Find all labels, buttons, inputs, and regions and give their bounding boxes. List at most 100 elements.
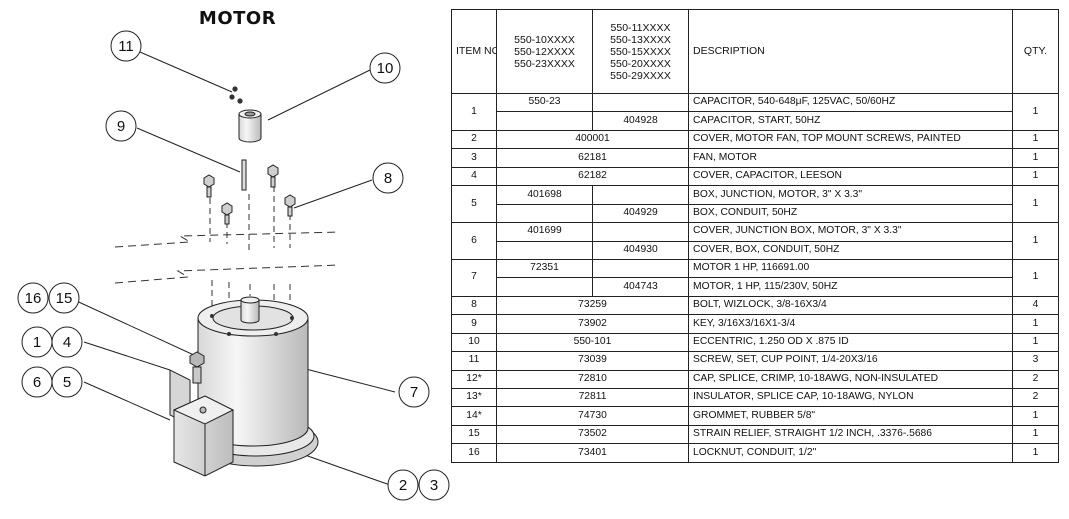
table-row: 10 550-101 ECCENTRIC, 1.250 OD X .875 ID… (451, 332, 1059, 353)
callout-9: 9 (117, 118, 125, 135)
table-row: 4 62182 COVER, CAPACITOR, LEESON 1 (451, 166, 1059, 187)
cell-description: CAP, SPLICE, CRIMP, 10-18AWG, NON-INSULA… (688, 369, 1013, 390)
cell-part-b (592, 185, 689, 205)
table-row: 11 73039 SCREW, SET, CUP POINT, 1/4-20X3… (451, 351, 1059, 371)
table-row: 6 401699 COVER, JUNCTION BOX, MOTOR, 3" … (451, 222, 1059, 260)
cell-qty: 1 (1012, 332, 1059, 353)
header-qty: QTY. (1012, 9, 1059, 94)
table-row: 404743 MOTOR, 1 HP, 115/230V, 50HZ (452, 277, 1059, 297)
cell-qty: 1 (1012, 129, 1059, 150)
cell-part-b: 404929 (592, 203, 689, 224)
table-row: 7 72351 MOTOR 1 HP, 116691.00 1 (451, 258, 1059, 297)
cell-description: MOTOR, 1 HP, 115/230V, 50HZ (688, 277, 1013, 297)
parts-table: ITEM NO. 550-10XXXX 550-12XXXX 550-23XXX… (451, 9, 1059, 463)
cell-description: COVER, BOX, CONDUIT, 50HZ (688, 240, 1013, 260)
cell-part-b: 404930 (592, 240, 689, 260)
cell-part-a (496, 203, 593, 224)
cell-part-a: 401699 (496, 222, 593, 242)
callout-11: 11 (118, 38, 134, 55)
cell-qty: 1 (1012, 148, 1059, 168)
table-row: 404930 COVER, BOX, CONDUIT, 50HZ (452, 240, 1059, 260)
cell-item: 11 (451, 351, 497, 371)
cell-item: 5 (451, 185, 497, 224)
callout-16: 16 (25, 290, 42, 307)
cell-part: 73039 (496, 351, 689, 371)
cell-part: 72810 (496, 369, 689, 390)
cell-description: BOX, JUNCTION, MOTOR, 3" X 3.3" (688, 185, 1013, 205)
cell-part: 62181 (496, 148, 689, 168)
table-row: 9 73902 KEY, 3/16X3/16X1-3/4 1 (451, 314, 1059, 334)
callout-4: 4 (63, 334, 71, 351)
cell-item: 8 (451, 295, 497, 316)
callout-6: 6 (33, 374, 41, 391)
cell-part-a (496, 240, 593, 260)
table-row: 13* 72811 INSULATOR, SPLICE CAP, 10-18AW… (451, 387, 1059, 408)
cell-description: FAN, MOTOR (688, 148, 1013, 168)
header-group-a: 550-10XXXX 550-12XXXX 550-23XXXX (496, 9, 593, 94)
header-item-no: ITEM NO. (451, 9, 497, 94)
cell-part: 73502 (496, 424, 689, 445)
cell-part-b: 404743 (592, 277, 689, 297)
cell-item: 12* (451, 369, 497, 390)
cell-qty: 1 (1012, 258, 1059, 297)
cell-qty: 2 (1012, 369, 1059, 390)
cell-item: 4 (451, 166, 497, 187)
cell-qty: 1 (1012, 424, 1059, 445)
cell-item: 9 (451, 314, 497, 334)
cell-qty: 1 (1012, 406, 1059, 426)
header-description: DESCRIPTION (688, 9, 1013, 94)
cell-description: CAPACITOR, START, 50HZ (688, 111, 1013, 131)
cell-qty: 1 (1012, 443, 1059, 463)
table-row: 15 73502 STRAIN RELIEF, STRAIGHT 1/2 INC… (451, 424, 1059, 445)
cell-part-a: 550-23 (496, 92, 593, 113)
table-header-row: ITEM NO. 550-10XXXX 550-12XXXX 550-23XXX… (451, 9, 1059, 94)
cell-item: 14* (451, 406, 497, 426)
cell-item: 10 (451, 332, 497, 353)
callout-8: 8 (384, 170, 392, 187)
table-row: 1 550-23 CAPACITOR, 540-648μF, 125VAC, 5… (451, 92, 1059, 131)
motor-exploded-diagram: 11 10 9 8 16 15 1 4 6 5 7 2 3 (17, 30, 450, 501)
callout-3: 3 (430, 477, 438, 494)
cell-part-a: 72351 (496, 258, 593, 279)
cell-part-b (592, 222, 689, 242)
table-row: 14* 74730 GROMMET, RUBBER 5/8" 1 (451, 406, 1059, 426)
table-row: 8 73259 BOLT, WIZLOCK, 3/8-16X3/4 4 (451, 295, 1059, 316)
cell-qty: 1 (1012, 166, 1059, 187)
callout-7: 7 (410, 384, 418, 401)
cell-part: 550-101 (496, 332, 689, 353)
cell-part: 74730 (496, 406, 689, 426)
callout-15: 15 (56, 290, 73, 307)
cell-part: 73902 (496, 314, 689, 334)
cell-part: 62182 (496, 166, 689, 187)
callout-5: 5 (63, 374, 71, 391)
cell-qty: 1 (1012, 93, 1059, 131)
cell-qty: 4 (1012, 295, 1059, 316)
cell-qty: 1 (1012, 222, 1059, 260)
cell-item: 13* (451, 387, 497, 408)
cell-part: 72811 (496, 387, 689, 408)
cell-part: 73401 (496, 443, 689, 463)
cell-item: 16 (451, 443, 497, 463)
callout-10: 10 (377, 60, 394, 77)
cell-part-a: 401698 (496, 185, 593, 205)
cell-qty: 3 (1012, 351, 1059, 371)
cell-part-b (592, 92, 689, 113)
diagram-title: MOTOR (198, 8, 277, 29)
cell-description: KEY, 3/16X3/16X1-3/4 (688, 314, 1013, 334)
cell-item: 15 (451, 424, 497, 445)
cell-description: ECCENTRIC, 1.250 OD X .875 ID (688, 332, 1013, 353)
cell-item: 3 (451, 148, 497, 168)
cell-description: COVER, CAPACITOR, LEESON (688, 166, 1013, 187)
cell-part: 400001 (496, 129, 689, 150)
table-row: 404928 CAPACITOR, START, 50HZ (452, 111, 1059, 131)
cell-part: 73259 (496, 295, 689, 316)
table-row: 2 400001 COVER, MOTOR FAN, TOP MOUNT SCR… (451, 129, 1059, 150)
cell-part-a (496, 111, 593, 131)
cell-description: STRAIN RELIEF, STRAIGHT 1/2 INCH, .3376-… (688, 424, 1013, 445)
cell-description: MOTOR 1 HP, 116691.00 (688, 258, 1013, 279)
callout-2: 2 (399, 477, 407, 494)
table-row: 404929 BOX, CONDUIT, 50HZ (452, 203, 1059, 224)
cell-description: BOLT, WIZLOCK, 3/8-16X3/4 (688, 295, 1013, 316)
cell-qty: 2 (1012, 387, 1059, 408)
cell-description: COVER, JUNCTION BOX, MOTOR, 3" X 3.3" (688, 222, 1013, 242)
